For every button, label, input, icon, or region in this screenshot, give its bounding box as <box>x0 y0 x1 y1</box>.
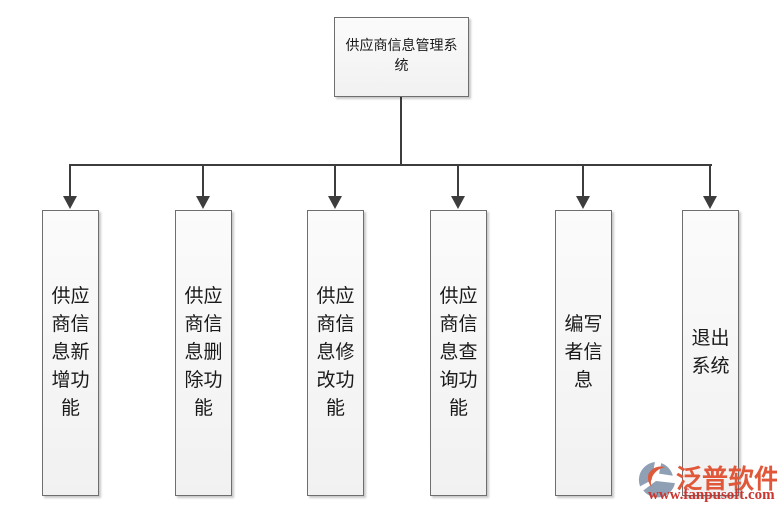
child-node-label: 退出系统 <box>691 328 730 377</box>
connector-drop-1 <box>69 164 71 197</box>
child-node-label: 供应商信息修改功能 <box>316 286 355 419</box>
child-node-delete-function: 供应商信息删除功能 <box>175 210 232 496</box>
arrow-down-icon <box>328 196 342 209</box>
child-node-add-function: 供应商信息新增功能 <box>42 210 99 496</box>
arrow-down-icon <box>196 196 210 209</box>
child-node-label: 供应商信息查询功能 <box>439 286 478 419</box>
connector-drop-4 <box>457 164 459 197</box>
arrow-down-icon <box>63 196 77 209</box>
arrow-down-icon <box>703 196 717 209</box>
child-node-label: 供应商信息新增功能 <box>51 286 90 419</box>
child-node-label: 供应商信息删除功能 <box>184 286 223 419</box>
connector-drop-5 <box>582 164 584 197</box>
watermark-brand: 泛普软件 <box>676 465 777 494</box>
arrow-down-icon <box>576 196 590 209</box>
watermark-url: www.fanpusoft.com <box>648 487 775 503</box>
child-node-modify-function: 供应商信息修改功能 <box>307 210 364 496</box>
root-node-supplier-system: 供应商信息管理系统 <box>334 17 469 97</box>
arrow-down-icon <box>451 196 465 209</box>
connector-drop-2 <box>202 164 204 197</box>
child-node-label: 编写者信息 <box>564 314 603 391</box>
fanpu-logo-icon <box>638 462 675 498</box>
connector-horizontal <box>69 164 712 166</box>
connector-drop-3 <box>334 164 336 197</box>
connector-stem <box>400 96 402 166</box>
connector-drop-6 <box>709 164 711 197</box>
child-node-exit-system: 退出系统 <box>682 210 739 496</box>
child-node-query-function: 供应商信息查询功能 <box>430 210 487 496</box>
child-node-author-info: 编写者信息 <box>555 210 612 496</box>
root-node-label: 供应商信息管理系统 <box>345 39 458 74</box>
